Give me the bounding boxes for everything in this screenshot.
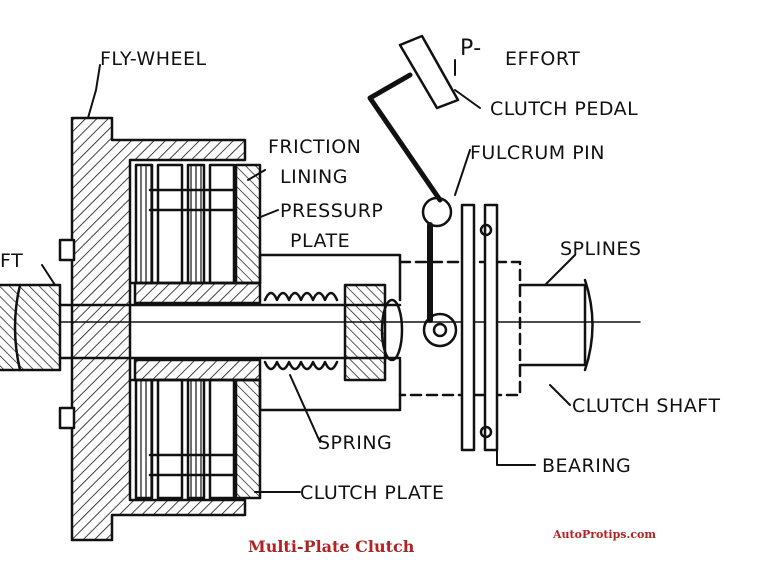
label-splines: SPLINES [560, 238, 642, 260]
fly-wheel [58, 116, 247, 542]
input-shaft [0, 283, 62, 372]
clutch-hub [128, 253, 402, 412]
watermark: AutoProtips.com [552, 528, 656, 541]
label-pressure-plate-2: PLATE [290, 230, 351, 252]
bearing [460, 203, 499, 452]
label-effort: EFFORT [505, 48, 581, 70]
label-spring: SPRING [318, 432, 393, 454]
clutch-plates-lower [134, 378, 262, 500]
springs [263, 291, 339, 371]
clutch-plates-upper [134, 163, 262, 285]
label-friction-lining-2: LINING [280, 166, 348, 188]
label-clutch-pedal: CLUTCH PEDAL [490, 98, 639, 120]
label-clutch-plate: CLUTCH PLATE [300, 482, 445, 504]
label-bearing: BEARING [542, 455, 632, 477]
label-shaft: FT [0, 250, 24, 272]
pressure-collar [343, 283, 404, 382]
label-fly-wheel: FLY-WHEEL [100, 48, 207, 70]
clutch-pedal [367, 34, 460, 348]
figure-caption: Multi-Plate Clutch [248, 537, 415, 556]
label-fulcrum-pin: FULCRUM PIN [470, 142, 606, 164]
label-friction-lining-1: FRICTION [268, 136, 362, 158]
label-pressure-plate-1: PRESSURP [280, 200, 384, 222]
label-p: P- [460, 36, 482, 61]
label-clutch-shaft: CLUTCH SHAFT [572, 395, 721, 417]
captions: Multi-Plate Clutch AutoProtips.com [248, 528, 656, 556]
leader-lines [41, 59, 576, 493]
clutch-shaft [398, 260, 594, 397]
